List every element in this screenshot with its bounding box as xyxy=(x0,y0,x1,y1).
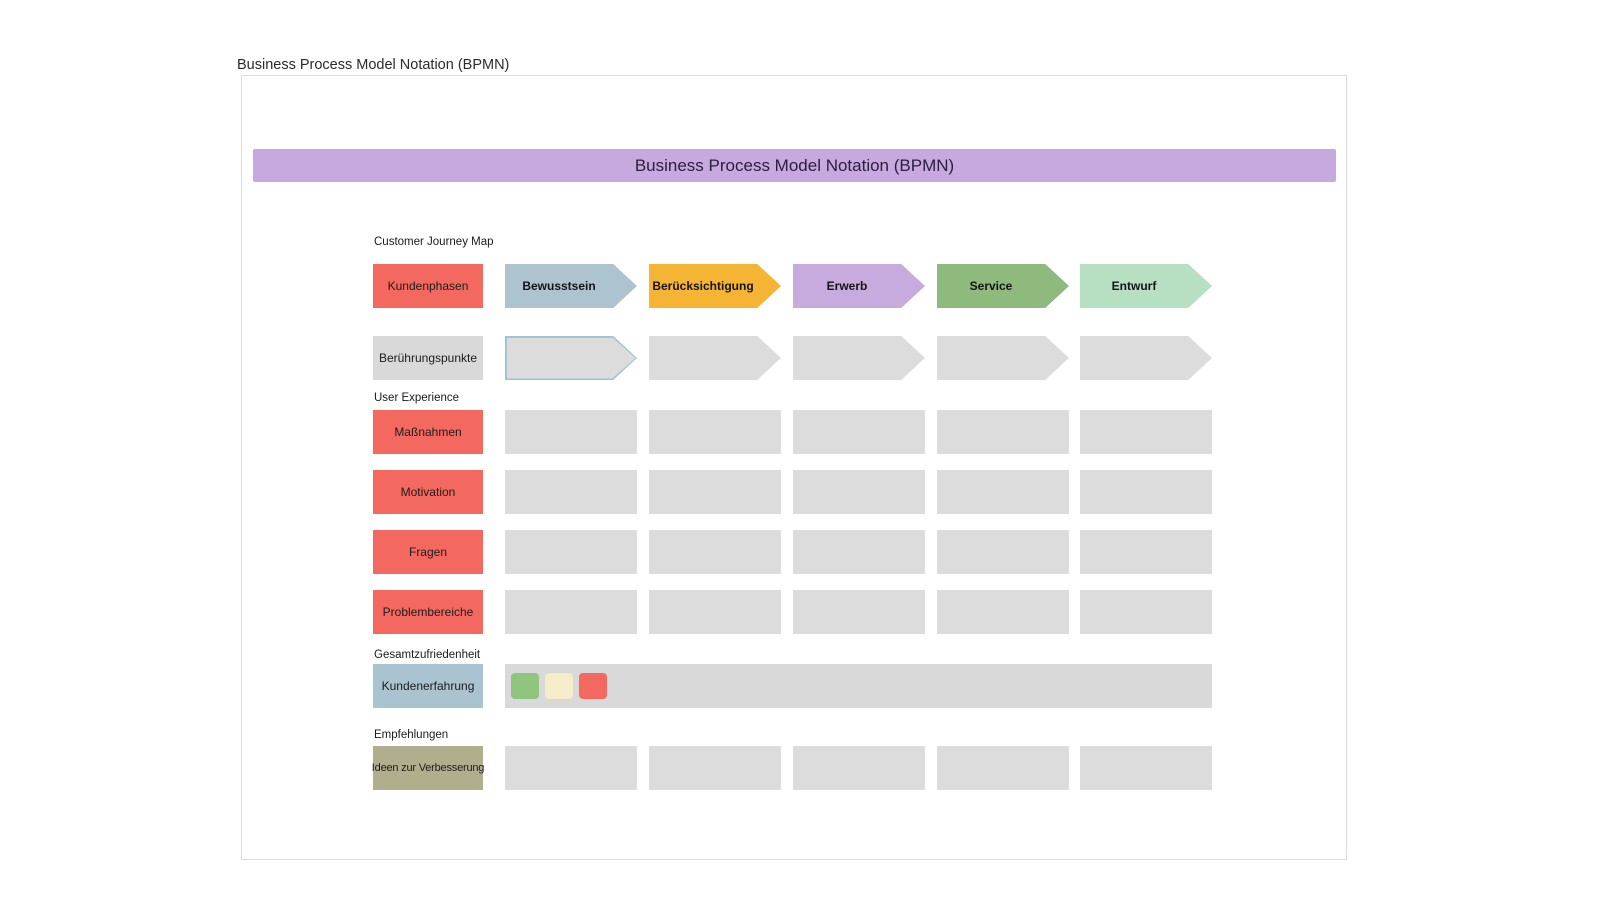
phase-arrow-label: Erwerb xyxy=(826,279,868,293)
section-label-customer-journey-map[interactable]: Customer Journey Map xyxy=(374,236,494,248)
grid-cell-fragen[interactable] xyxy=(1080,530,1212,574)
touchpoint-arrow-selected[interactable] xyxy=(505,336,637,380)
row-label-ideen-zur-verbesserung[interactable]: Ideen zur Verbesserung xyxy=(372,746,484,790)
phase-arrow-service[interactable]: Service xyxy=(937,264,1069,308)
touchpoint-arrow[interactable] xyxy=(937,336,1069,380)
rating-square-positive[interactable] xyxy=(511,673,539,699)
grid-cell-motivation[interactable] xyxy=(649,470,781,514)
section-label-gesamtzufriedenheit[interactable]: Gesamtzufriedenheit xyxy=(374,649,481,661)
phase-arrow-entwurf[interactable]: Entwurf xyxy=(1080,264,1212,308)
grid-cell-motivation[interactable] xyxy=(937,470,1069,514)
grid-cell-ideen[interactable] xyxy=(937,746,1069,790)
phase-arrow-beruecksichtigung[interactable]: Berücksichtigung xyxy=(649,264,781,308)
row-label-kundenphasen[interactable]: Kundenphasen xyxy=(373,264,483,308)
grid-cell-problembereiche[interactable] xyxy=(1080,590,1212,634)
phase-arrow-label: Service xyxy=(969,279,1013,293)
touchpoint-arrow[interactable] xyxy=(793,336,925,380)
grid-cell-problembereiche[interactable] xyxy=(505,590,637,634)
phase-arrow-label: Bewusstsein xyxy=(522,279,596,293)
grid-cell-problembereiche[interactable] xyxy=(649,590,781,634)
grid-cell-fragen[interactable] xyxy=(793,530,925,574)
row-label-kundenerfahrung[interactable]: Kundenerfahrung xyxy=(373,664,483,708)
touchpoint-arrow-fill xyxy=(506,337,636,379)
banner-title-shape[interactable]: Business Process Model Notation (BPMN) xyxy=(253,149,1336,182)
section-label-empfehlungen[interactable]: Empfehlungen xyxy=(374,729,449,741)
phase-arrow-label: Berücksichtigung xyxy=(652,279,754,293)
rating-square-neutral[interactable] xyxy=(545,673,573,699)
grid-cell-motivation[interactable] xyxy=(1080,470,1212,514)
grid-cell-massnahmen[interactable] xyxy=(937,410,1069,454)
grid-cell-fragen[interactable] xyxy=(937,530,1069,574)
section-label-user-experience[interactable]: User Experience xyxy=(374,392,460,404)
phase-arrow-label: Entwurf xyxy=(1111,279,1157,293)
grid-cell-motivation[interactable] xyxy=(505,470,637,514)
grid-cell-massnahmen[interactable] xyxy=(505,410,637,454)
grid-cell-ideen[interactable] xyxy=(505,746,637,790)
satisfaction-bar[interactable] xyxy=(505,664,1212,708)
diagram-canvas[interactable]: Business Process Model Notation (BPMN) xyxy=(241,75,1347,860)
grid-cell-fragen[interactable] xyxy=(505,530,637,574)
page-title: Business Process Model Notation (BPMN) xyxy=(237,57,510,73)
row-label-fragen[interactable]: Fragen xyxy=(373,530,483,574)
grid-cell-ideen[interactable] xyxy=(793,746,925,790)
grid-cell-massnahmen[interactable] xyxy=(793,410,925,454)
touchpoint-arrow[interactable] xyxy=(649,336,781,380)
grid-cell-fragen[interactable] xyxy=(649,530,781,574)
grid-cell-ideen[interactable] xyxy=(649,746,781,790)
grid-cell-problembereiche[interactable] xyxy=(937,590,1069,634)
grid-cell-massnahmen[interactable] xyxy=(649,410,781,454)
grid-cell-massnahmen[interactable] xyxy=(1080,410,1212,454)
row-label-problembereiche[interactable]: Problembereiche xyxy=(373,590,483,634)
grid-cell-motivation[interactable] xyxy=(793,470,925,514)
touchpoint-arrow[interactable] xyxy=(1080,336,1212,380)
row-label-motivation[interactable]: Motivation xyxy=(373,470,483,514)
grid-cell-problembereiche[interactable] xyxy=(793,590,925,634)
phase-arrow-erwerb[interactable]: Erwerb xyxy=(793,264,925,308)
grid-cell-ideen[interactable] xyxy=(1080,746,1212,790)
row-label-beruehrungspunkte[interactable]: Berührungspunkte xyxy=(373,336,483,380)
rating-square-negative[interactable] xyxy=(579,673,607,699)
row-label-massnahmen[interactable]: Maßnahmen xyxy=(373,410,483,454)
phase-arrow-bewusstsein[interactable]: Bewusstsein xyxy=(505,264,637,308)
